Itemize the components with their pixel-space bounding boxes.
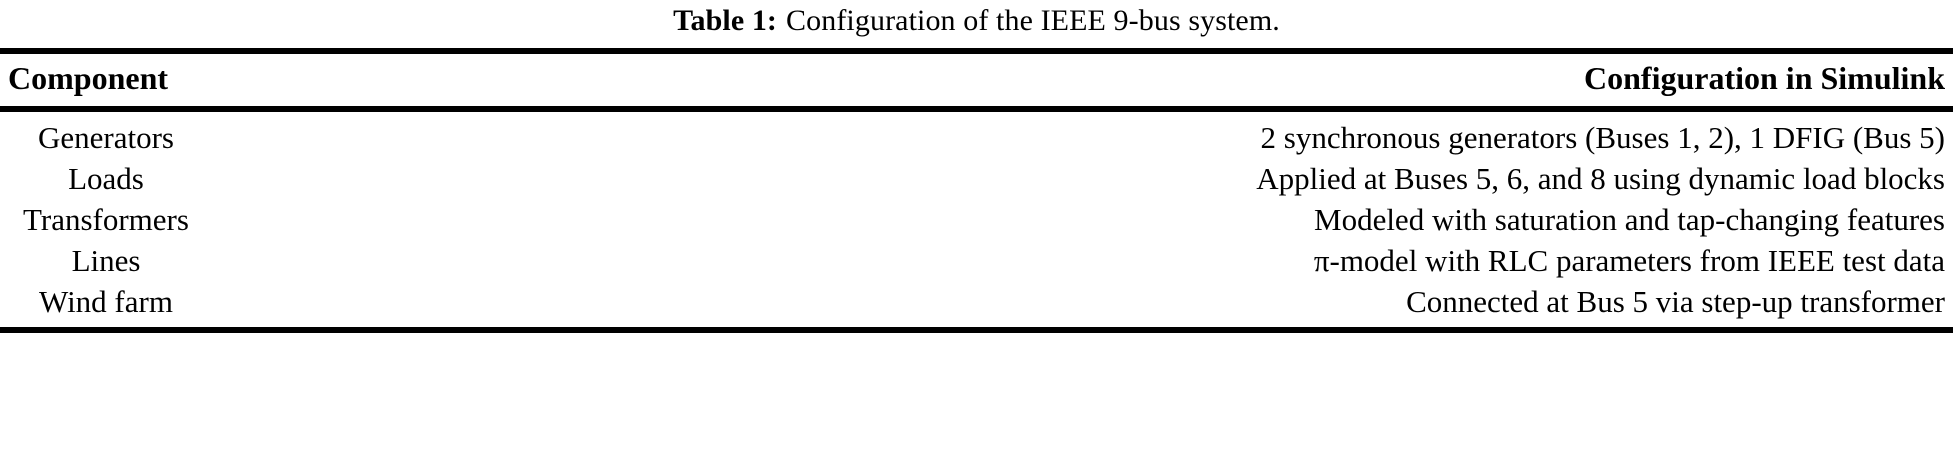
table-row: Lines π-model with RLC parameters from I… bbox=[0, 240, 1953, 281]
cell-component: Transformers bbox=[23, 201, 189, 237]
table-header-rule bbox=[0, 106, 1953, 112]
cell-component: Lines bbox=[71, 242, 141, 278]
table-row: Wind farm Connected at Bus 5 via step-up… bbox=[0, 281, 1953, 322]
cell-configuration: 2 synchronous generators (Buses 1, 2), 1… bbox=[1260, 119, 1946, 155]
cell-configuration: π-model with RLC parameters from IEEE te… bbox=[1313, 242, 1945, 278]
cell-configuration: Connected at Bus 5 via step-up transform… bbox=[1406, 283, 1945, 319]
table-bottom-rule bbox=[0, 327, 1953, 333]
caption-text: Configuration of the IEEE 9-bus system. bbox=[786, 4, 1280, 37]
cell-component: Loads bbox=[68, 160, 144, 196]
table-row: Loads Applied at Buses 5, 6, and 8 using… bbox=[0, 158, 1953, 199]
table-top-rule bbox=[0, 48, 1953, 54]
cell-configuration: Applied at Buses 5, 6, and 8 using dynam… bbox=[1256, 160, 1945, 196]
column-header-configuration: Configuration in Simulink bbox=[1584, 59, 1945, 96]
caption-label: Table 1: bbox=[673, 4, 778, 37]
table-header: Component Configuration in Simulink bbox=[0, 54, 1953, 102]
cell-component: Wind farm bbox=[39, 283, 173, 319]
table-header-wrap: Component Configuration in Simulink bbox=[0, 54, 1953, 106]
table-header-row: Component Configuration in Simulink bbox=[0, 54, 1953, 102]
cell-component: Generators bbox=[38, 119, 174, 155]
column-header-component: Component bbox=[8, 59, 169, 96]
table-body-rows: Generators 2 synchronous generators (Bus… bbox=[0, 117, 1953, 322]
table-caption: Table 1:Configuration of the IEEE 9-bus … bbox=[0, 0, 1953, 46]
cell-configuration: Modeled with saturation and tap-changing… bbox=[1314, 201, 1945, 237]
table-body-wrap: Generators 2 synchronous generators (Bus… bbox=[0, 112, 1953, 327]
table-row: Transformers Modeled with saturation and… bbox=[0, 199, 1953, 240]
table-body: Generators 2 synchronous generators (Bus… bbox=[0, 117, 1953, 322]
table-row: Generators 2 synchronous generators (Bus… bbox=[0, 117, 1953, 158]
